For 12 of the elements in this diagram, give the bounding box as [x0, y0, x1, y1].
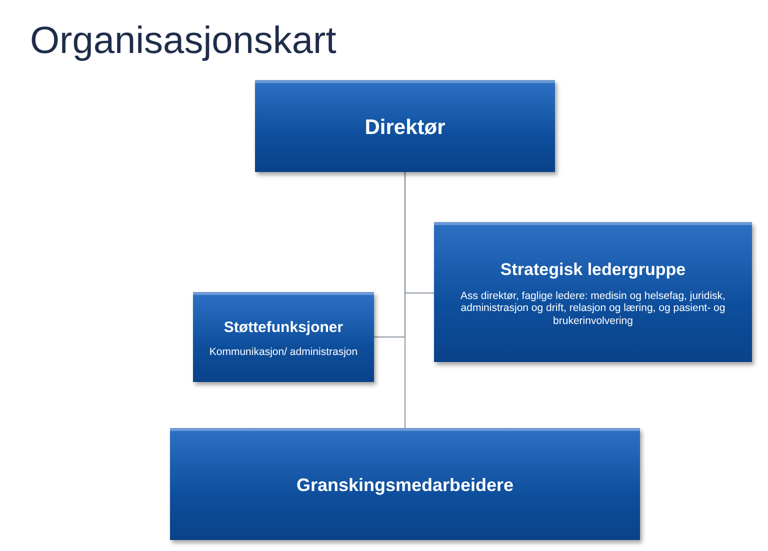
box-description: Ass direktør, faglige ledere: medisin og helsefag, juridisk, administrasjon og drift, relasjon og læring, og pasient- og brukerinvolvering: [460, 290, 726, 327]
org-box: [193, 292, 374, 382]
org-box: [170, 428, 640, 540]
diagram-title: Organisasjonskart: [30, 20, 336, 63]
box-description: Kommunikasjon/ administrasjon: [208, 346, 359, 358]
box-heading: Direktør: [364, 116, 446, 140]
org-box: [255, 80, 555, 172]
connector-line: [404, 172, 406, 428]
box-heading: Granskingsmedarbeidere: [296, 475, 514, 496]
box-heading: Støttefunksjoner: [224, 318, 344, 336]
org-box: [434, 222, 752, 362]
box-heading: Strategisk ledergruppe: [500, 260, 686, 280]
